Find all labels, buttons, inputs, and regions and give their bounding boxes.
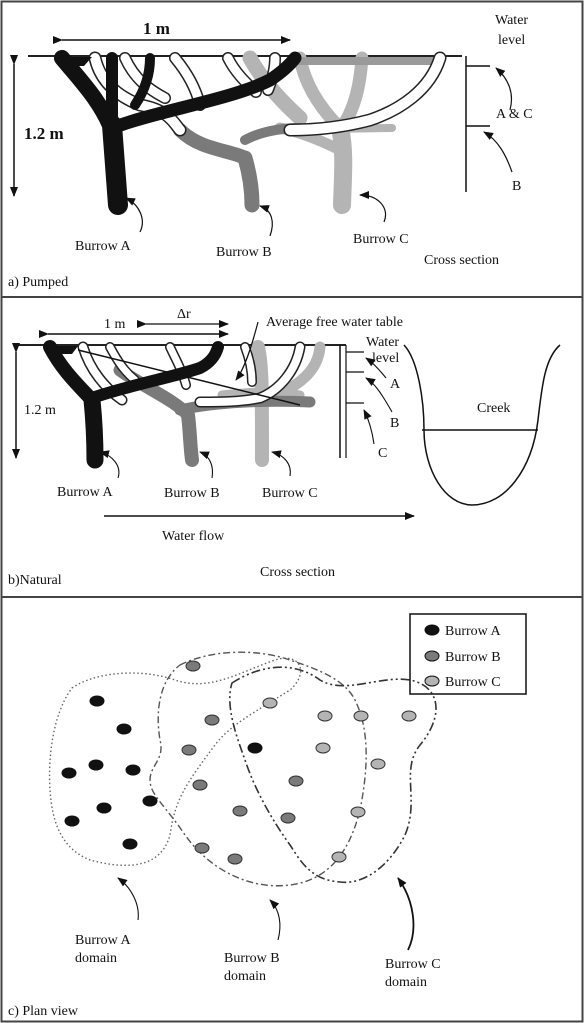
burrow-c-label-b: Burrow C <box>262 486 318 501</box>
pointer-burrow-b <box>260 206 272 236</box>
burrow-a-surface-fill-b <box>44 346 78 354</box>
water-level-label-a-1: Water <box>495 13 528 28</box>
burrow-a-dot <box>90 696 104 706</box>
domain-a-outline <box>50 658 301 865</box>
burrow-b-dot <box>281 813 295 823</box>
pointer-burrow-b-b <box>200 452 213 478</box>
burrow-c-dots <box>263 698 416 862</box>
domain-b-label-1: Burrow B <box>224 951 280 966</box>
pointer-burrow-c-b <box>272 452 290 476</box>
creek-channel <box>404 345 560 505</box>
width-label-b: 1 m <box>104 317 126 332</box>
burrow-b-dot <box>186 661 200 671</box>
pointer-b <box>484 132 512 172</box>
burrow-b-dot <box>182 745 196 755</box>
pointer-domain-c <box>398 878 413 950</box>
burrow-a-label-b: Burrow A <box>57 485 114 500</box>
level-a-label: A <box>390 377 401 392</box>
burrow-c-dot <box>402 711 416 721</box>
burrow-b-label-b: Burrow B <box>164 486 220 501</box>
creek-label: Creek <box>477 401 510 416</box>
domain-a-label-1: Burrow A <box>75 933 132 948</box>
legend-label-a: Burrow A <box>445 624 502 639</box>
pointer-b-b <box>366 378 392 412</box>
delta-r-label: Δr <box>177 307 191 322</box>
panel-a: 1 m 1.2 m Water level A & C B Burrow A B… <box>8 13 533 290</box>
burrow-a-dot <box>65 816 79 826</box>
legend-label-b: Burrow B <box>445 650 501 665</box>
legend-dot-b <box>425 651 439 661</box>
burrow-a-dot <box>62 768 76 778</box>
pointer-domain-a <box>118 878 138 920</box>
burrow-a-dot <box>143 796 157 806</box>
domain-a-label-2: domain <box>75 951 117 966</box>
panel-b-label: b)Natural <box>8 573 62 588</box>
depth-label-b: 1.2 m <box>24 403 56 418</box>
burrow-c-dot <box>316 743 330 753</box>
level-b-label: B <box>390 416 399 431</box>
panel-a-label: a) Pumped <box>8 275 68 290</box>
pointer-burrow-a <box>126 198 142 232</box>
pointer-c-b <box>364 410 374 444</box>
domain-c-label-1: Burrow C <box>385 957 441 972</box>
burrow-b-dot <box>228 854 242 864</box>
level-c-label: C <box>378 446 387 461</box>
cross-section-label-b: Cross section <box>260 565 335 580</box>
pointer-burrow-c <box>360 195 386 222</box>
burrow-b-dot <box>233 806 247 816</box>
burrow-a-dot <box>123 839 137 849</box>
burrow-a-dot <box>97 803 111 813</box>
burrow-b-dot <box>195 843 209 853</box>
burrow-a-dot <box>89 760 103 770</box>
burrow-b-shape <box>180 128 300 205</box>
burrow-a-dot <box>248 743 262 753</box>
burrow-b-dot <box>289 776 303 786</box>
pointer-domain-b <box>270 900 280 940</box>
burrow-a-dot <box>126 765 140 775</box>
water-level-label-b-2: level <box>372 351 399 366</box>
legend-label-c: Burrow C <box>445 675 501 690</box>
panel-b: Average free water table 1 m Δr 1.2 m Wa… <box>8 307 560 588</box>
panel-c-label: c) Plan view <box>8 1004 79 1019</box>
water-level-label-a-2: level <box>498 33 525 48</box>
water-flow-label: Water flow <box>162 529 225 544</box>
width-label-a: 1 m <box>143 19 170 38</box>
avg-table-label: Average free water table <box>266 315 403 330</box>
burrow-c-dot <box>354 711 368 721</box>
burrow-b-label-a: Burrow B <box>216 245 272 260</box>
burrow-b-dot <box>193 780 207 790</box>
depth-label-a: 1.2 m <box>24 124 64 143</box>
burrow-b-dots <box>182 661 303 864</box>
domain-b-label-2: domain <box>224 969 266 984</box>
burrow-c-dot <box>318 711 332 721</box>
burrow-c-dot <box>351 807 365 817</box>
legend-dot-a <box>425 625 439 635</box>
levels-b-label: B <box>512 179 521 194</box>
burrow-c-dot <box>371 759 385 769</box>
burrow-c-dot <box>263 698 277 708</box>
domain-c-label-2: domain <box>385 975 427 990</box>
panel-c: Burrow A Burrow B Burrow C <box>8 614 526 1019</box>
water-level-label-b-1: Water <box>366 335 399 350</box>
burrow-b-dot <box>205 715 219 725</box>
burrow-a-label-a: Burrow A <box>75 239 132 254</box>
burrow-c-dot <box>332 852 346 862</box>
burrow-a-dot <box>117 724 131 734</box>
pointer-ac <box>496 68 511 110</box>
burrow-c-label-a: Burrow C <box>353 232 409 247</box>
legend-dot-c <box>425 676 439 686</box>
levels-ac-label: A & C <box>496 107 533 122</box>
burrow-c-surface-fill <box>292 57 442 65</box>
cross-section-label-a: Cross section <box>424 253 499 268</box>
domain-b-outline <box>150 652 366 886</box>
domain-c-outline <box>230 667 436 882</box>
